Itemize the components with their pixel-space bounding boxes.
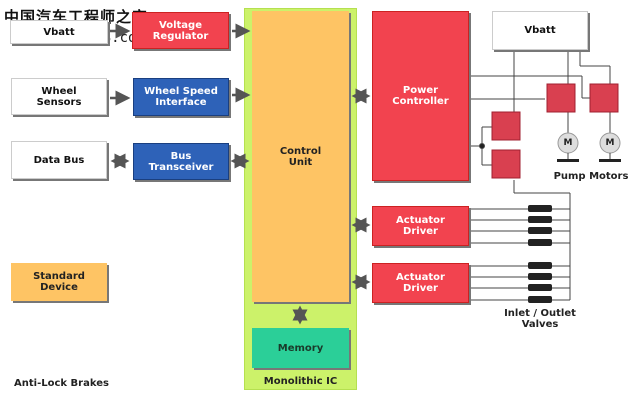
vbatt-battery-box: Vbatt	[492, 11, 588, 50]
diagram-title: Anti-Lock Brakes	[14, 378, 109, 389]
valve	[528, 216, 552, 223]
valve	[528, 205, 552, 212]
mosfet-icon	[589, 83, 619, 113]
mosfet-icon	[546, 83, 576, 113]
voltage-regulator-box: Voltage Regulator	[132, 12, 229, 49]
control-unit-box: Control Unit	[252, 11, 349, 302]
bus-transceiver-box: Bus Transceiver	[133, 143, 229, 180]
vbatt-input-box: Vbatt	[10, 20, 108, 44]
motor-label: M	[563, 138, 573, 148]
wheel-sensors-box: Wheel Sensors	[11, 78, 107, 115]
data-bus-box: Data Bus	[11, 141, 107, 179]
power-controller-box: Power Controller	[372, 11, 469, 181]
valve	[528, 296, 552, 303]
pump-motors-label: Pump Motors	[553, 171, 629, 182]
valve	[528, 262, 552, 269]
valve	[528, 239, 552, 246]
valves-label: Inlet / Outlet Valves	[504, 308, 576, 330]
monolithic-ic-label: Monolithic IC	[263, 376, 338, 387]
actuator-driver-box-2: Actuator Driver	[372, 263, 469, 303]
valve	[528, 284, 552, 291]
mosfet-icon	[491, 111, 521, 141]
mosfet-icon	[491, 149, 521, 179]
actuator-driver-box-1: Actuator Driver	[372, 206, 469, 246]
standard-device-legend: Standard Device	[11, 263, 107, 301]
motor-label: M	[605, 138, 615, 148]
valve	[528, 273, 552, 280]
memory-box: Memory	[252, 328, 349, 368]
valve	[528, 227, 552, 234]
wheel-speed-interface-box: Wheel Speed Interface	[133, 78, 229, 116]
